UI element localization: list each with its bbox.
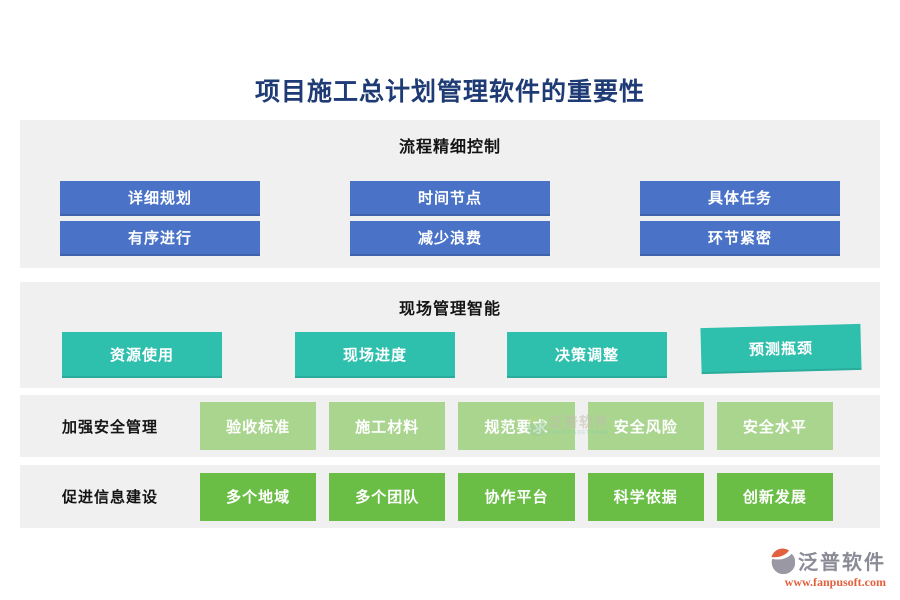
row-label-safety: 加强安全管理: [61, 418, 158, 436]
chip-specific-tasks: 具体任务: [640, 181, 840, 216]
chip-tight-links: 环节紧密: [640, 221, 840, 256]
process-button-grid: 详细规划 时间节点 具体任务 有序进行 减少浪费 环节紧密: [20, 181, 880, 256]
safety-button-row: 验收标准 施工材料 规范要求 安全风险 安全水平: [200, 402, 834, 450]
chip-acceptance-standard: 验收标准: [200, 402, 317, 450]
chip-reduce-waste: 减少浪费: [350, 221, 550, 256]
chip-detailed-planning: 详细规划: [60, 181, 260, 216]
chip-decision-adjustment: 决策调整: [507, 332, 667, 378]
section-information-construction: 促进信息建设 多个地域 多个团队 协作平台 科学依据 创新发展: [20, 465, 880, 528]
chip-multiple-teams: 多个团队: [329, 472, 446, 521]
chip-spec-requirements: 规范要求: [458, 402, 575, 450]
chip-safety-risk: 安全风险: [587, 402, 704, 450]
chip-orderly-progress: 有序进行: [60, 221, 260, 256]
fanpu-logo-icon: [771, 548, 795, 574]
site-button-row: 资源使用 现场进度 决策调整 预测瓶颈: [20, 323, 880, 378]
chip-innovative-development: 创新发展: [716, 472, 834, 521]
chip-construction-materials: 施工材料: [329, 402, 446, 450]
chip-collaboration-platform: 协作平台: [458, 472, 575, 521]
chip-resource-usage: 资源使用: [62, 332, 222, 378]
brand-url: www.fanpusoft.com: [784, 575, 886, 589]
section-heading: 现场管理智能: [398, 301, 501, 318]
page-title: 项目施工总计划管理软件的重要性: [254, 78, 645, 106]
section-safety-management: 加强安全管理 验收标准 施工材料 规范要求 安全风险 安全水平: [20, 395, 880, 457]
chip-multiple-regions: 多个地域: [200, 472, 317, 521]
brand-name: 泛普软件: [798, 552, 886, 574]
chip-site-progress: 现场进度: [295, 332, 455, 378]
chip-safety-level: 安全水平: [716, 402, 834, 450]
brand-footer: 泛普软件 www.fanpusoft.com: [768, 546, 886, 590]
row-label-information: 促进信息建设: [61, 489, 158, 506]
chip-scientific-basis: 科学依据: [587, 472, 704, 521]
information-button-row: 多个地域 多个团队 协作平台 科学依据 创新发展: [200, 472, 834, 521]
chip-time-nodes: 时间节点: [350, 181, 550, 216]
chip-predict-bottleneck: 预测瓶颈: [700, 323, 862, 375]
section-site-management: 现场管理智能 资源使用 现场进度 决策调整 预测瓶颈: [20, 282, 880, 388]
section-heading: 流程精细控制: [398, 139, 501, 156]
section-process-control: 流程精细控制 详细规划 时间节点 具体任务 有序进行 减少浪费 环节紧密: [20, 120, 880, 268]
